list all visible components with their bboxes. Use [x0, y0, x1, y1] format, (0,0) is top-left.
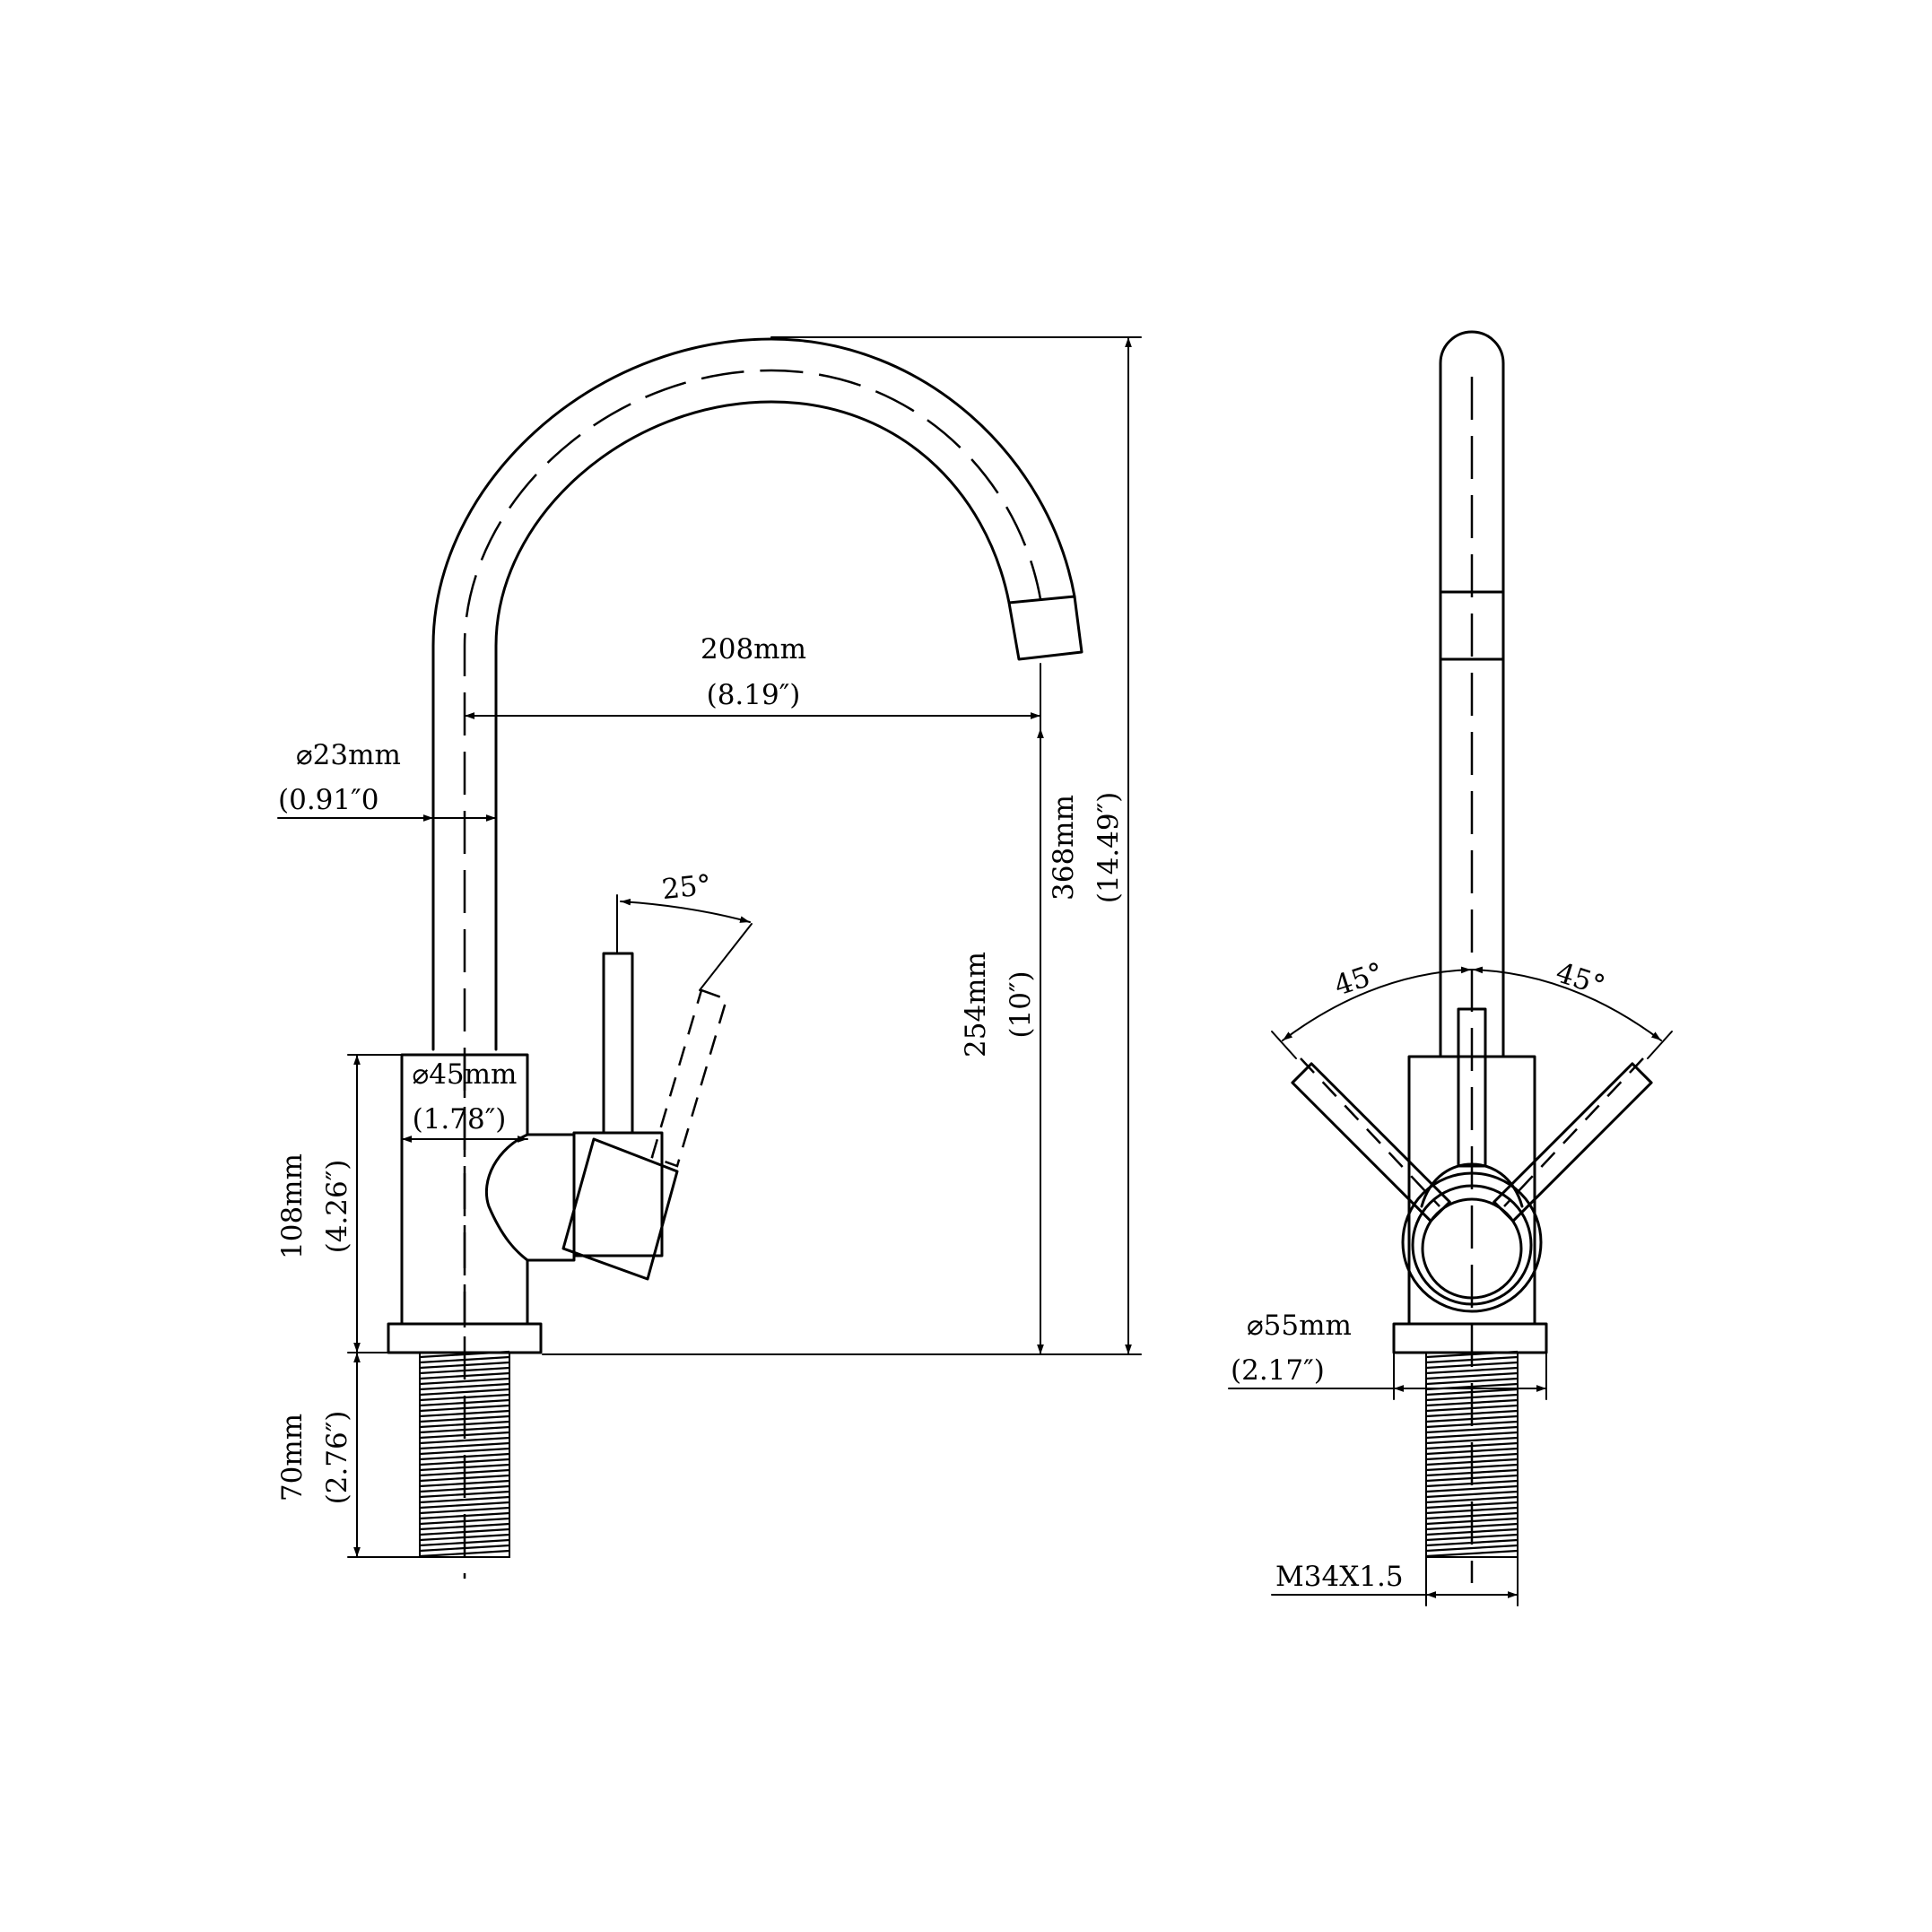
thread-line [1425, 1501, 1519, 1510]
thread-line [419, 1377, 510, 1386]
thread-line [1425, 1490, 1519, 1499]
front-lever-right-centerline [1503, 1057, 1644, 1207]
front-swing-ref-left [1271, 1031, 1297, 1059]
thread-line [1425, 1425, 1519, 1434]
thread-line [1425, 1533, 1519, 1542]
thread-line [1425, 1404, 1519, 1413]
thread-line [1425, 1527, 1519, 1536]
dim-pipe-diameter-in: (0.91″0 [278, 784, 379, 816]
front-lever-right [1493, 1062, 1653, 1223]
dim-shank-length-in: (2.76″) [321, 1411, 353, 1505]
dim-spout-height-mm: 254mm [960, 952, 992, 1057]
front-threaded-shank-outline [1425, 1352, 1519, 1558]
lever-handle-upright [602, 952, 634, 1135]
thread-line [1425, 1484, 1519, 1493]
cartridge-housing [484, 1133, 576, 1262]
dim-base-diameter-in: (2.17″) [1231, 1354, 1325, 1387]
front-spout-pipe [1439, 330, 1505, 1057]
thread-line [1425, 1538, 1519, 1547]
thread-line [1425, 1458, 1519, 1466]
front-lever-left-centerline [1300, 1057, 1440, 1207]
lever-angle-arc [620, 898, 751, 923]
front-cartridge-mid [1411, 1184, 1533, 1306]
thread-line [419, 1382, 510, 1391]
spout-nozzle [1007, 595, 1083, 661]
dim-body-height-in: (4.26″) [321, 1160, 353, 1254]
thread-line [1425, 1447, 1519, 1456]
front-swing-arc-right [1472, 966, 1662, 1041]
dim-total-height-in: (14.49″) [1092, 792, 1125, 904]
thread-line [1425, 1366, 1519, 1375]
thread-line [1425, 1511, 1519, 1520]
dim-base-diameter-mm: ⌀55mm [1247, 1310, 1352, 1342]
lever-block [572, 1131, 664, 1258]
thread-line [1425, 1549, 1519, 1558]
thread-line [1425, 1544, 1519, 1553]
thread-line [1425, 1474, 1519, 1483]
thread-line [1425, 1377, 1519, 1386]
lever-angle-ref-tilted [699, 923, 753, 991]
thread-line [419, 1388, 510, 1397]
dim-spout-reach-in: (8.19″) [707, 679, 801, 711]
front-swing-angle-left: 45° [1330, 956, 1387, 1002]
dim-pipe-diameter-mm: ⌀23mm [296, 739, 401, 771]
lever-block-rotated [561, 1137, 679, 1281]
thread-line [1425, 1479, 1519, 1488]
front-swing-arc-left [1282, 966, 1472, 1041]
thread-line [1425, 1468, 1519, 1477]
thread-line [1425, 1452, 1519, 1461]
dim-spout-height-in: (10″) [1005, 970, 1037, 1038]
thread-line [419, 1447, 510, 1456]
thread-line [1425, 1463, 1519, 1472]
thread-line [1425, 1398, 1519, 1407]
thread-line [1425, 1388, 1519, 1397]
spout-inner-contour [494, 400, 1011, 1051]
dim-lever-angle: 25° [660, 869, 712, 907]
dim-body-diameter-mm: ⌀45mm [413, 1058, 518, 1091]
lever-handle-rotated [650, 988, 728, 1168]
thread-line [1425, 1361, 1519, 1370]
thread-line [419, 1495, 510, 1504]
front-cartridge-outer [1401, 1171, 1543, 1313]
dim-spout-reach-mm: 208mm [701, 633, 806, 666]
front-lever-left [1291, 1062, 1451, 1223]
thread-line [1425, 1414, 1519, 1423]
thread-line [419, 1501, 510, 1510]
front-cartridge-inner [1421, 1197, 1523, 1300]
thread-line [1425, 1506, 1519, 1515]
front-view: 45° 45° ⌀55mm (2.17″) M34X1.5 [1228, 330, 1673, 1606]
dim-thread-spec: M34X1.5 [1275, 1561, 1404, 1593]
dim-body-height-mm: 108mm [276, 1153, 309, 1259]
side-view: 208mm (8.19″) ⌀23mm (0.91″0 25° 368mm (1… [276, 336, 1142, 1579]
front-threaded-shank [1425, 1350, 1519, 1558]
spout-outer-contour [431, 337, 1076, 1051]
thread-line [419, 1436, 510, 1445]
thread-line [1425, 1355, 1519, 1364]
thread-line [1425, 1495, 1519, 1504]
thread-line [1425, 1517, 1519, 1526]
front-swing-ref-right [1647, 1031, 1673, 1059]
spout-centerline [463, 369, 1042, 1327]
thread-line [1425, 1522, 1519, 1531]
thread-line [1425, 1436, 1519, 1445]
thread-line [419, 1506, 510, 1515]
thread-line [419, 1441, 510, 1450]
thread-line [1425, 1393, 1519, 1402]
thread-line [1425, 1431, 1519, 1440]
thread-line [1425, 1409, 1519, 1418]
thread-line [1425, 1441, 1519, 1450]
front-swing-angle-right: 45° [1552, 956, 1608, 1002]
thread-line [1425, 1420, 1519, 1429]
thread-line [1425, 1371, 1519, 1380]
dim-total-height-mm: 368mm [1048, 795, 1080, 901]
dim-body-diameter-in: (1.78″) [413, 1103, 507, 1136]
front-lever-upright [1457, 1007, 1487, 1168]
front-base-flange [1392, 1322, 1548, 1354]
dim-shank-length-mm: 70mm [276, 1414, 309, 1501]
